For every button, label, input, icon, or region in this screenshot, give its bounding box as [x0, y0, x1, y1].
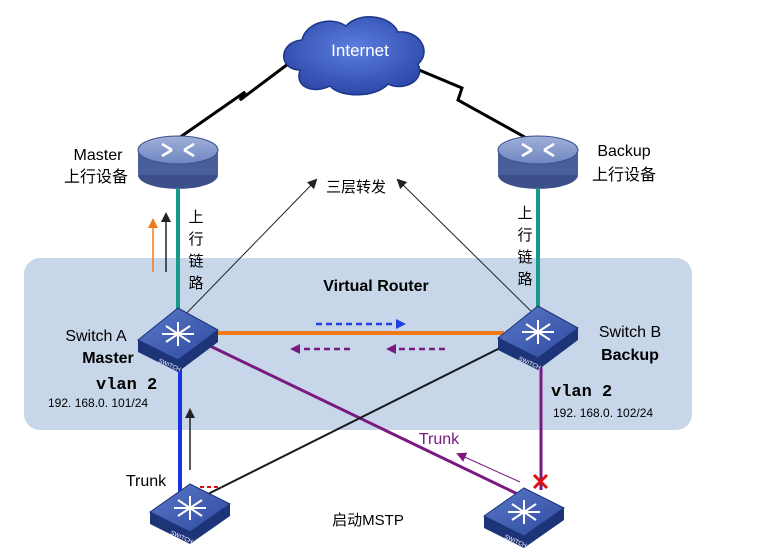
upstream-backup-role: Backup — [597, 143, 650, 160]
switch-b-role: Backup — [601, 347, 659, 364]
access-switch-left-icon: SWITCH — [149, 483, 231, 545]
svg-text:路: 路 — [517, 271, 532, 288]
mstp-label: 启动MSTP — [332, 512, 404, 529]
internet-label: Internet — [331, 41, 389, 60]
virtual-router-box — [24, 258, 692, 430]
switch-a-role: Master — [82, 350, 134, 367]
l3-arrow-left — [177, 178, 318, 323]
wan-link-left — [175, 53, 301, 142]
upstream-backup-desc: 上行设备 — [592, 166, 656, 184]
upstream-router-master-icon — [137, 135, 219, 189]
upstream-master-desc: 上行设备 — [64, 168, 128, 186]
l3-arrow-right — [396, 178, 539, 319]
internet-cloud-icon: Internet — [283, 16, 425, 96]
wan-link-right — [399, 60, 531, 142]
l3-forwarding-label: 三层转发 — [326, 179, 386, 196]
svg-text:行: 行 — [188, 231, 203, 248]
svg-text:路: 路 — [188, 275, 203, 292]
trunk-left-label: Trunk — [126, 473, 167, 490]
upstream-master-role: Master — [74, 147, 124, 164]
switch-b-vlan: vlan 2 — [551, 383, 612, 402]
downlink-a-cross — [207, 343, 531, 502]
svg-text:链: 链 — [188, 253, 203, 270]
blocked-port-icon — [532, 473, 549, 490]
svg-text:链: 链 — [517, 249, 532, 266]
switch-b-ip: 192. 168.0. 102/24 — [553, 406, 653, 420]
trunk-mid-label: Trunk — [419, 431, 460, 448]
switch-b-name: Switch B — [599, 324, 661, 341]
svg-text:上: 上 — [517, 205, 532, 222]
uplink-right-label: 上 行 链 路 — [517, 205, 532, 288]
uplink-left-label: 上 行 链 路 — [188, 209, 203, 292]
downlink-b-cross — [195, 342, 511, 501]
access-switch-right-icon: SWITCH — [483, 487, 565, 549]
switch-a-name: Switch A — [65, 328, 127, 345]
virtual-router-label: Virtual Router — [323, 278, 429, 295]
switch-a-ip: 192. 168.0. 101/24 — [48, 396, 148, 410]
switch-a-vlan: vlan 2 — [96, 376, 157, 395]
svg-text:上: 上 — [188, 209, 203, 226]
svg-text:行: 行 — [517, 227, 532, 244]
trunk-purple-arrow — [456, 452, 521, 483]
upstream-router-backup-icon — [497, 135, 579, 189]
